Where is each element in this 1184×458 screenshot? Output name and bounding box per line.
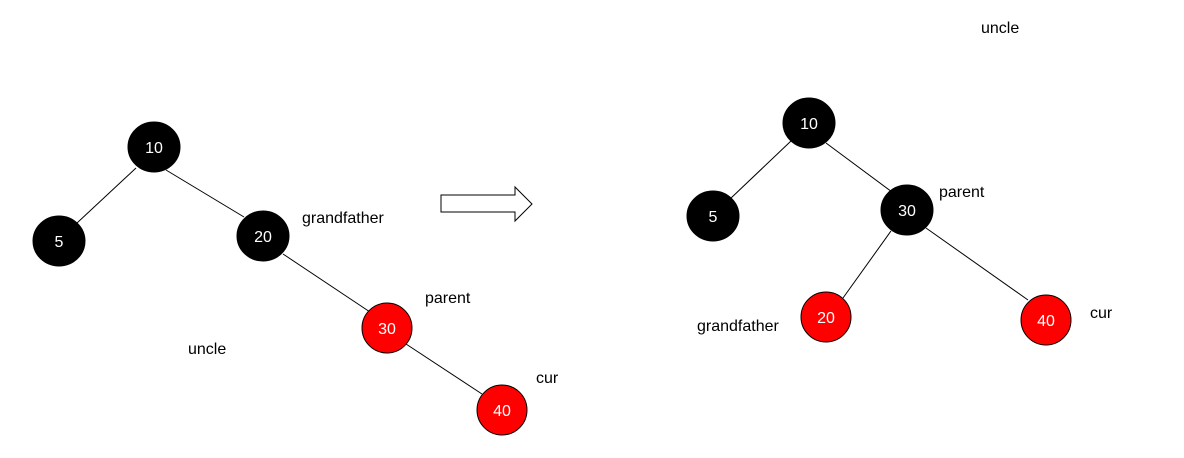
- after-node-5-value: 5: [709, 209, 718, 226]
- before-node-30-value: 30: [378, 321, 396, 338]
- after-node-10-value: 10: [800, 116, 818, 133]
- before-node-40: 40: [476, 384, 528, 436]
- after-label-cur: cur: [1090, 305, 1113, 322]
- before-node-10: 10: [127, 121, 181, 173]
- before-edge-10-5: [76, 167, 137, 224]
- before-label-cur: cur: [536, 370, 559, 387]
- after-node-20: 20: [800, 291, 852, 343]
- before-edge-30-40: [405, 343, 483, 395]
- after-node-10: 10: [782, 97, 836, 149]
- after-edge-10-30: [825, 142, 893, 193]
- before-node-40-value: 40: [493, 403, 511, 420]
- after-label-grandfather: grandfather: [697, 318, 780, 335]
- before-node-5: 5: [32, 215, 86, 267]
- after-label-parent: parent: [939, 184, 985, 201]
- before-node-20: 20: [236, 210, 290, 262]
- after-node-30-value: 30: [898, 203, 916, 220]
- after-node-40-value: 40: [1037, 313, 1055, 330]
- transition-arrow: [440, 185, 533, 223]
- before-edge-10-20: [165, 169, 245, 218]
- before-label-parent: parent: [425, 290, 471, 307]
- after-edge-30-20: [842, 230, 892, 299]
- after-tree: 10 5 30 20 40 uncle parent grandfather: [686, 20, 1113, 346]
- after-node-40: 40: [1020, 294, 1072, 346]
- before-label-grandfather: grandfather: [302, 210, 385, 227]
- after-edge-10-5: [729, 140, 792, 200]
- before-node-20-value: 20: [254, 229, 272, 246]
- after-node-20-value: 20: [817, 310, 835, 327]
- before-tree: 10 5 20 30 40 grandfather parent uncle: [32, 121, 559, 436]
- before-edge-20-30: [282, 253, 371, 313]
- after-label-uncle: uncle: [981, 20, 1019, 37]
- before-node-5-value: 5: [55, 234, 64, 251]
- after-node-5: 5: [686, 190, 740, 242]
- before-label-uncle: uncle: [188, 341, 226, 358]
- after-edge-30-40: [925, 227, 1029, 301]
- after-node-30: 30: [880, 184, 934, 236]
- before-node-10-value: 10: [145, 140, 163, 157]
- before-node-30: 30: [361, 302, 413, 354]
